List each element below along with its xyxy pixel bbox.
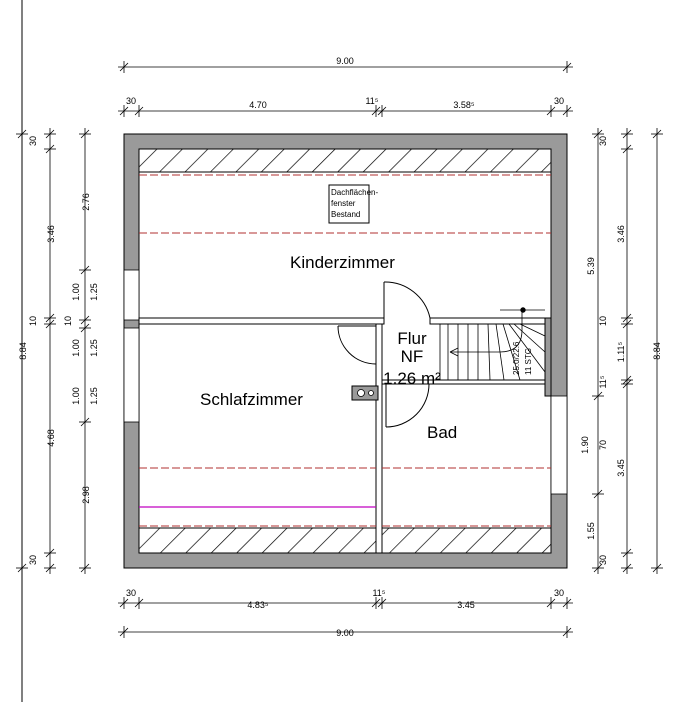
dim-top-inner-wall: 11⁵ [365,96,378,106]
dim-left-upper: 3.46 [46,225,56,243]
wall-horizontal-right [429,317,552,325]
dim-right-mid-wall: 10 [598,316,608,326]
room-label-flur: Flur [397,329,427,348]
dim-right-win-h: 70 [598,440,608,450]
door-swing-schlafzimmer [337,325,377,365]
slope-lines [139,174,551,527]
doors [337,281,431,428]
dim-left-win-mid-w: 1.00 [71,339,81,357]
stair-start-dot [520,307,526,313]
dim-left-win-upper-sill: 2.76 [81,193,91,211]
hatch-zone-bottom-right [381,527,552,554]
stair-label-1: 25.0/22.6 [512,341,521,375]
dim-left-mid-wall-2: 10 [63,316,73,326]
dim-left-lower: 4.68 [46,429,56,447]
shaft-element [351,385,379,401]
dim-bottom-outer: 9.00 [336,628,354,638]
stair-tread [513,323,546,353]
dim-right-bad-wall: 11⁵ [598,375,608,388]
dim-left-outer: 8.84 [18,342,28,360]
dim-left-bottom-wall: 30 [28,555,38,565]
wall-vertical-bad [375,323,383,554]
skylight-label-1: Dachflächen- [331,188,378,197]
door-swing-kinderzimmer [383,281,431,319]
dim-left-mid-wall: 10 [28,316,38,326]
room-label-flur-area: 1.26 m² [383,369,441,388]
dim-top-outer: 9.00 [336,56,354,66]
window-left-upper [123,269,140,321]
dim-top-room-left: 4.70 [249,100,267,110]
dim-left-win-lower-sill: 2.98 [81,486,91,504]
dim-right-bad: 3.45 [616,459,626,477]
stair-tread [502,323,521,381]
window-right [550,395,568,495]
stair-walkline [450,312,523,353]
hatch-zone-bottom-left [138,527,377,554]
dim-bottom-room-right: 3.45 [457,600,475,610]
skylight-label-3: Bestand [331,210,360,219]
skylight-label-2: fenster [331,199,356,208]
dim-bottom-room-left: 4.83⁵ [247,600,269,610]
dim-right-win-w: 1.90 [580,436,590,454]
dim-top-wall-left: 30 [126,96,136,106]
outer-walls [123,133,568,569]
dim-right-win-top: 5.39 [586,257,596,275]
dim-bottom-wall-right: 30 [554,588,564,598]
dim-right-top-wall: 30 [598,136,608,146]
dim-right-bottom-wall: 30 [598,555,608,565]
dim-right-upper: 3.46 [616,225,626,243]
staircase [439,307,546,381]
dim-right-flur: 1.11⁵ [616,341,626,362]
wall-stair-right [544,317,552,397]
dim-top-room-right: 3.58⁵ [453,100,475,110]
dimension-lines [16,61,663,638]
dim-right-win-bottom: 1.55 [586,522,596,540]
dim-bottom-inner-wall: 11⁵ [372,588,385,598]
shaft-circle [357,389,365,397]
door-swing-bad [385,383,430,428]
inner-walls [138,317,552,554]
room-label-bad: Bad [427,423,457,442]
stair-tread [519,323,546,337]
skylight-box [328,184,370,224]
dim-left-win-lower-w: 1.00 [71,387,81,405]
dim-right-outer: 8.84 [652,342,662,360]
room-label-schlafzimmer: Schlafzimmer [200,390,303,409]
dim-bottom-wall-left: 30 [126,588,136,598]
stair-tread [508,323,546,373]
room-label-kinderzimmer: Kinderzimmer [290,253,395,272]
hatch-zone-top [138,148,552,173]
stair-arrow [449,347,459,357]
window-left-lower [123,327,140,423]
stair-label-2: 11 STG [524,348,533,375]
dim-left-win-mid-h: 1.25 [89,339,99,357]
dim-left-top-wall: 30 [28,136,38,146]
dim-left-win-upper-w: 1.00 [71,283,81,301]
shaft-circle [368,390,374,396]
dim-left-win-upper-h: 1.25 [89,283,99,301]
dim-left-win-lower-h: 1.25 [89,387,99,405]
wall-horizontal-left [138,317,385,325]
dim-top-wall-right: 30 [554,96,564,106]
room-label-flur-nf: NF [401,347,424,366]
